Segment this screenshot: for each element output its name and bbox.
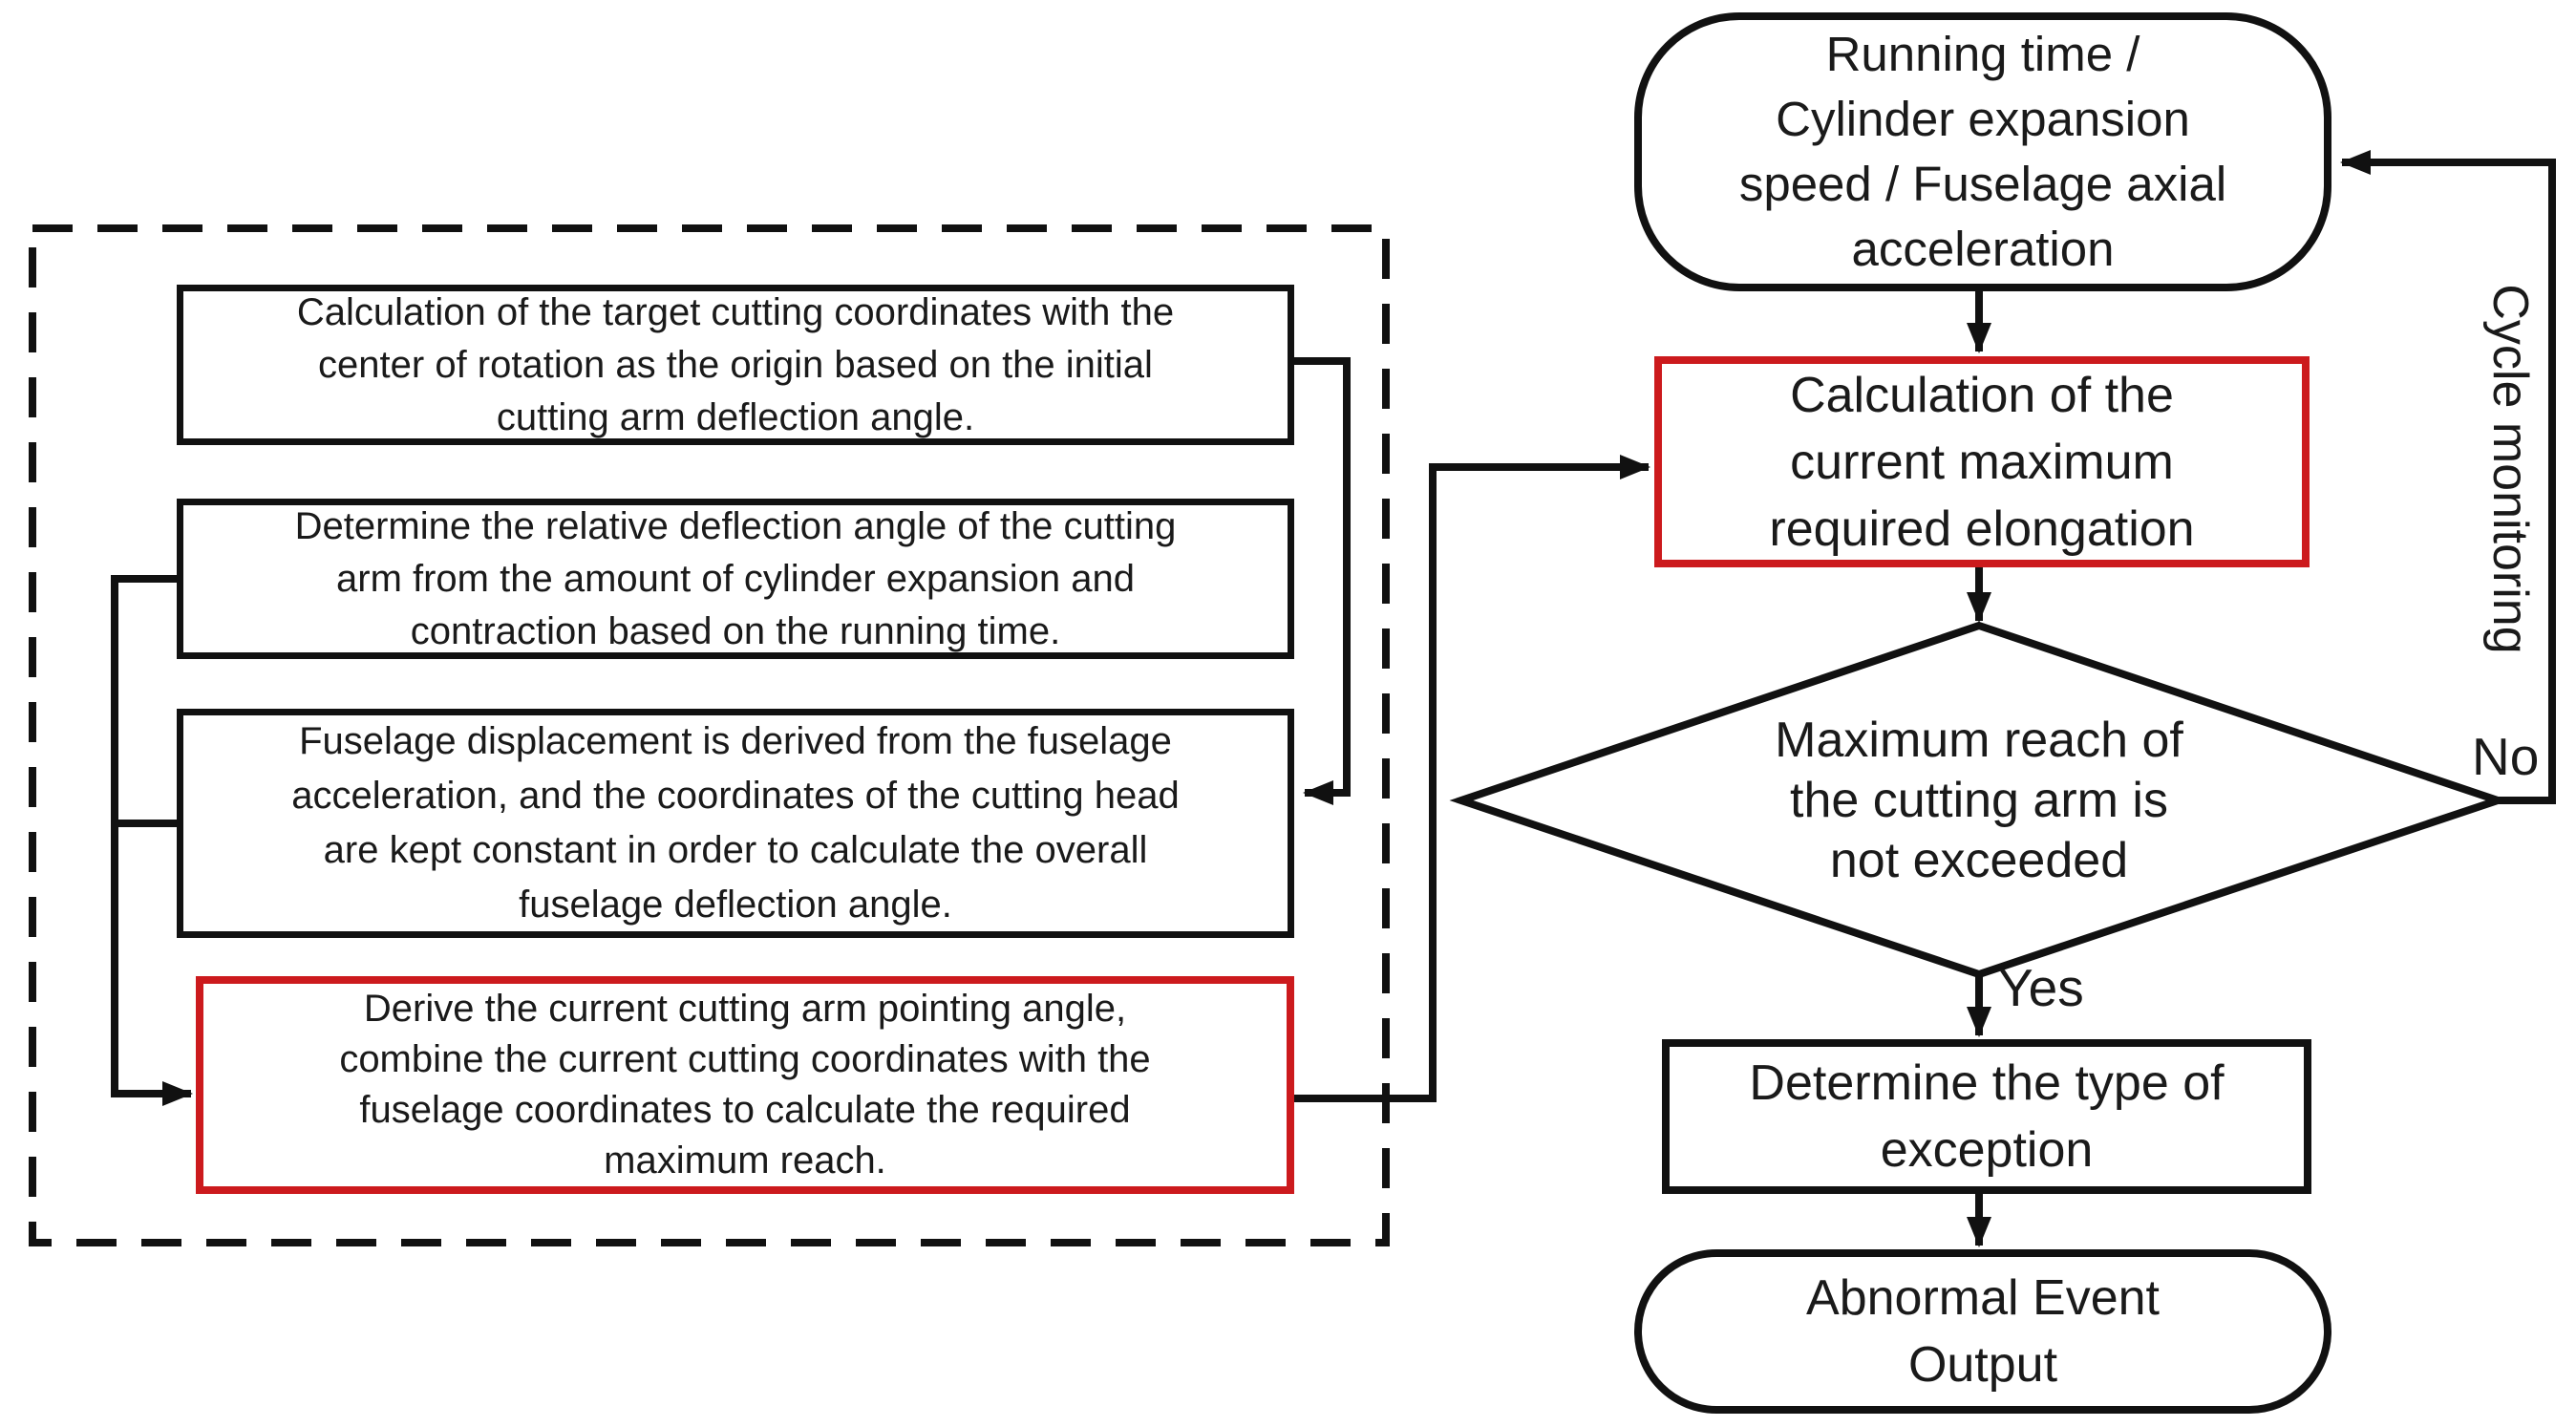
process-box-determine-exception: Determine the type of exception [1662, 1039, 2311, 1194]
connector-box4-to-calc [1294, 455, 1650, 1102]
dashed-subprocess-border [29, 224, 1390, 1246]
output-terminator: Abnormal Event Output [1634, 1249, 2331, 1414]
process-box-derive-max-reach: Derive the current cutting arm pointing … [196, 976, 1294, 1194]
branch-label-no: No [2472, 727, 2540, 786]
connector-no-loop [2340, 150, 2556, 804]
process-box-target-coordinates: Calculation of the target cutting coordi… [177, 285, 1294, 445]
decision-diamond-label: Maximum reach of the cutting arm is not … [1775, 712, 2183, 888]
branch-label-yes: Yes [1998, 958, 2084, 1017]
loop-label-cycle-monitoring: Cycle monitoring [2482, 284, 2538, 654]
start-terminator: Running time / Cylinder expansion speed … [1634, 12, 2331, 291]
connector-box1-to-box3 [1294, 357, 1351, 805]
decision-diamond-shape [1449, 621, 2510, 979]
process-box-fuselage-displacement: Fuselage displacement is derived from th… [177, 709, 1294, 938]
connector-box2-to-box4 [111, 575, 193, 1106]
process-box-relative-deflection: Determine the relative deflection angle … [177, 499, 1294, 659]
process-box-calc-elongation: Calculation of the current maximum requi… [1654, 356, 2310, 567]
